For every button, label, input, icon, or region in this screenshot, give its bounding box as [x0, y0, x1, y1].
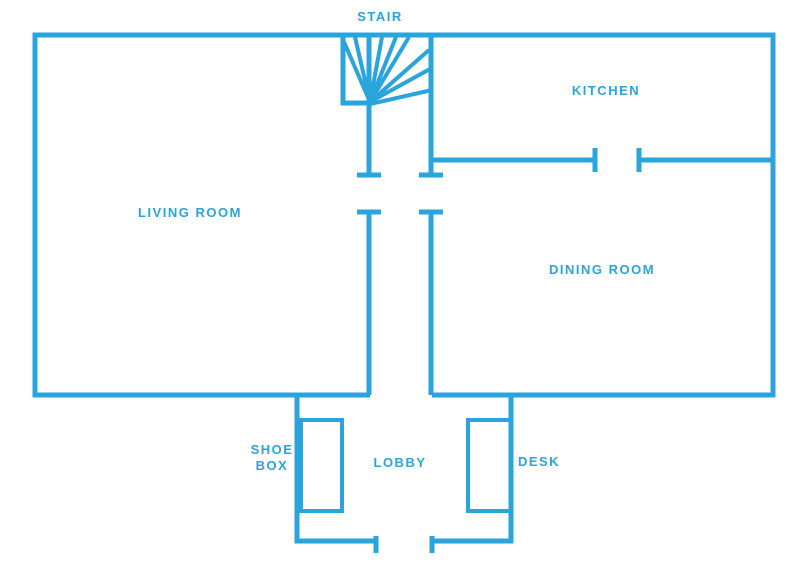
lobby-right-wall — [432, 395, 514, 544]
shoe-box-outline — [299, 418, 344, 513]
shoe-box-label-line1: SHOE — [251, 442, 294, 457]
stair-enclosure-wall — [340, 37, 371, 106]
dining-room-label: DINING ROOM — [549, 262, 655, 277]
stair-fan-line — [369, 88, 433, 106]
stair-fan — [342, 35, 433, 106]
outer-wall — [32, 32, 776, 398]
stair-fan-line — [368, 35, 411, 104]
lobby-label: LOBBY — [374, 455, 427, 470]
stair-fan-line — [353, 36, 372, 103]
desk-outline — [466, 418, 513, 513]
stair-label: STAIR — [357, 9, 403, 24]
stair-fan-line — [368, 48, 431, 104]
desk-label: DESK — [518, 454, 560, 469]
lobby-left-wall — [294, 395, 376, 544]
stair-fan-line — [368, 36, 384, 103]
living-room-label: LIVING ROOM — [138, 205, 242, 220]
stair-fan-line — [369, 67, 431, 104]
shoe-box-label-line2: BOX — [256, 458, 289, 473]
kitchen-label: KITCHEN — [572, 83, 640, 98]
